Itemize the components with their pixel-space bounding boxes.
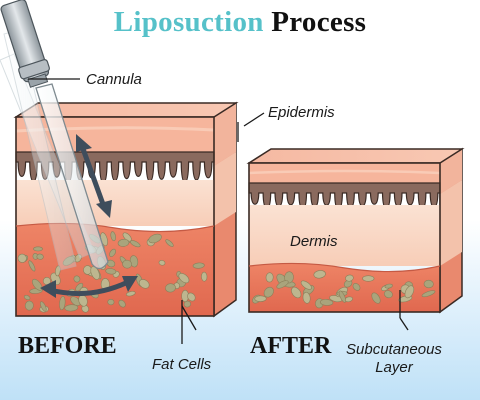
subcutaneous-layer-label: Subcutaneous Layer xyxy=(346,341,442,377)
fat-cell xyxy=(70,296,81,306)
leader-lines xyxy=(28,78,409,344)
fat-cell xyxy=(265,272,274,283)
after-epidermis-layer xyxy=(249,163,440,185)
fat-cell xyxy=(291,286,302,299)
fat-cell xyxy=(28,260,36,272)
fat-cell xyxy=(383,290,393,299)
fat-cell xyxy=(384,283,393,289)
fat-cell xyxy=(40,301,47,312)
fat-cell xyxy=(23,294,31,301)
fat-cell xyxy=(73,275,81,283)
fat-cell xyxy=(192,262,205,269)
after-skin-block xyxy=(246,147,465,314)
fat-cell xyxy=(165,239,174,247)
fat-cell xyxy=(343,279,353,288)
fat-cell xyxy=(319,299,334,306)
fat-cell xyxy=(17,253,27,263)
fat-cells-label: Fat Cells xyxy=(152,356,212,373)
title-accent-word: Liposuction xyxy=(113,6,264,38)
after-top-face xyxy=(246,148,465,164)
fat-cell xyxy=(421,290,436,298)
after-fat-cells xyxy=(252,270,436,309)
cannula-instrument xyxy=(0,0,109,271)
fat-cell xyxy=(110,231,116,242)
fat-cell xyxy=(201,271,208,282)
fat-cell xyxy=(118,299,126,308)
subcutaneous-label-line2: Layer xyxy=(375,359,413,376)
cannula-label: Cannula xyxy=(86,71,142,88)
subcutaneous-label-line1: Subcutaneous xyxy=(346,341,442,358)
fat-cell xyxy=(352,283,361,291)
fat-cell xyxy=(33,246,43,252)
fat-cell xyxy=(371,292,381,304)
after-dermis-layer xyxy=(249,205,440,266)
before-label: BEFORE xyxy=(18,333,117,359)
fat-cell xyxy=(302,291,311,304)
fat-cell xyxy=(24,300,34,311)
fat-cell xyxy=(165,283,176,293)
fat-cell xyxy=(187,292,196,302)
fat-cell xyxy=(122,232,132,242)
motion-arrows xyxy=(40,134,138,298)
fat-cell xyxy=(300,280,312,290)
vertical-motion-arrow xyxy=(76,134,112,218)
fat-cell xyxy=(117,238,130,247)
fat-cell xyxy=(59,296,66,311)
fat-cell xyxy=(105,268,117,275)
fat-cell xyxy=(313,270,326,279)
fat-cell xyxy=(338,290,347,303)
fat-cell xyxy=(404,285,415,299)
fat-cell xyxy=(263,286,274,298)
fat-cell xyxy=(423,279,434,289)
after-label: AFTER xyxy=(250,333,332,359)
fat-cell xyxy=(107,298,115,306)
fat-cell xyxy=(55,265,61,277)
fat-cell xyxy=(345,274,354,282)
fat-cell xyxy=(122,259,132,269)
dermis-label: Dermis xyxy=(290,233,338,250)
fat-cell xyxy=(36,253,44,260)
fat-cell xyxy=(148,233,162,244)
fat-cell xyxy=(178,273,190,284)
fat-cell xyxy=(276,280,289,289)
fat-cell xyxy=(158,260,166,266)
page-title: Liposuction Process xyxy=(0,6,480,39)
title-word: Process xyxy=(271,6,367,38)
fat-cell xyxy=(90,266,100,280)
epidermis-label: Epidermis xyxy=(268,104,335,121)
cannula-tube xyxy=(35,83,109,270)
horizontal-motion-arrow xyxy=(40,276,138,298)
fat-cell xyxy=(64,304,79,312)
fat-cell xyxy=(362,275,375,282)
fat-cell xyxy=(109,248,117,257)
fat-cell xyxy=(138,279,150,289)
fat-cell xyxy=(31,278,43,291)
fat-cell xyxy=(254,295,267,302)
fat-cell xyxy=(126,291,136,297)
